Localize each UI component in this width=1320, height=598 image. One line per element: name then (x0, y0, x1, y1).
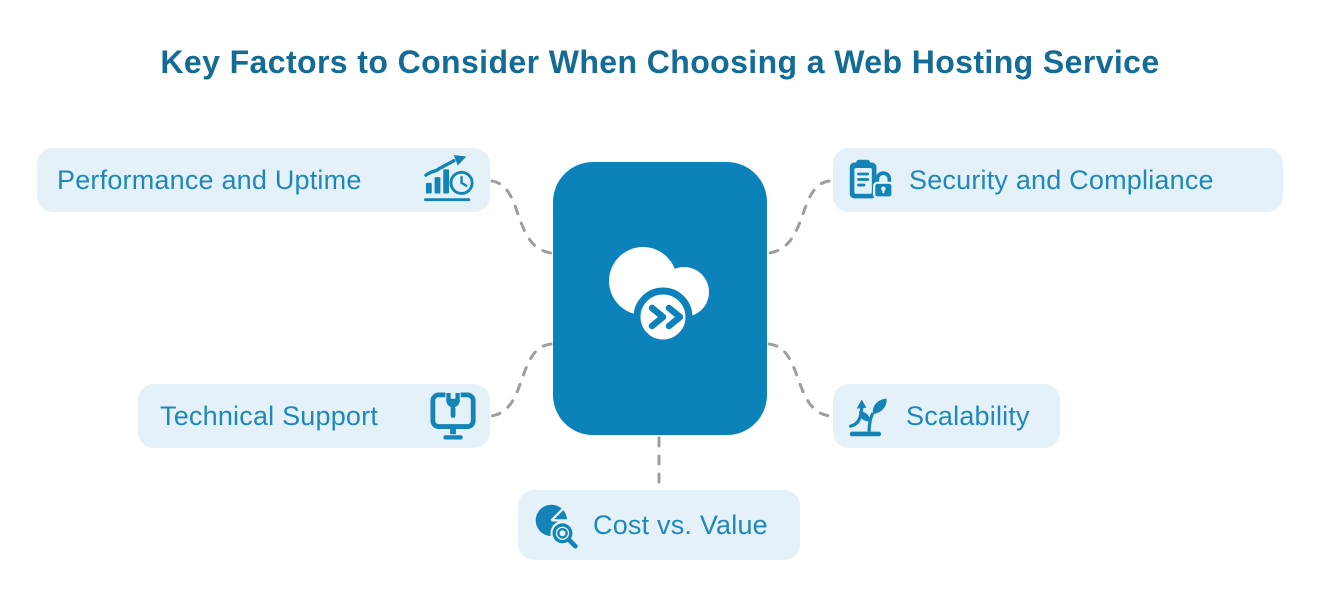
factor-card-cost: Cost vs. Value (518, 490, 800, 560)
factor-label: Scalability (906, 400, 1030, 431)
factor-label: Cost vs. Value (593, 509, 768, 540)
clipboard-lock-icon (847, 157, 893, 203)
factor-card-technical: Technical Support (138, 384, 490, 448)
factor-card-security: Security and Compliance (833, 148, 1283, 212)
performance-uptime-icon (424, 155, 476, 205)
connector-scalability (767, 342, 832, 418)
factor-label: Security and Compliance (909, 164, 1214, 195)
diagram-title: Key Factors to Consider When Choosing a … (160, 44, 1160, 80)
factor-label: Performance and Uptime (57, 164, 362, 195)
cloud-fast-forward-icon (593, 235, 727, 362)
connector-technical (489, 342, 553, 418)
factor-card-scalability: Scalability (833, 384, 1060, 448)
central-hub (553, 162, 767, 435)
factor-card-performance: Performance and Uptime (37, 148, 490, 212)
factor-label: Technical Support (160, 400, 379, 431)
connector-performance (490, 179, 553, 255)
pie-chart-magnifier-icon (532, 501, 580, 549)
connector-security (767, 179, 831, 255)
plant-growth-arrow-icon (847, 393, 893, 439)
monitor-wrench-icon (430, 391, 478, 441)
